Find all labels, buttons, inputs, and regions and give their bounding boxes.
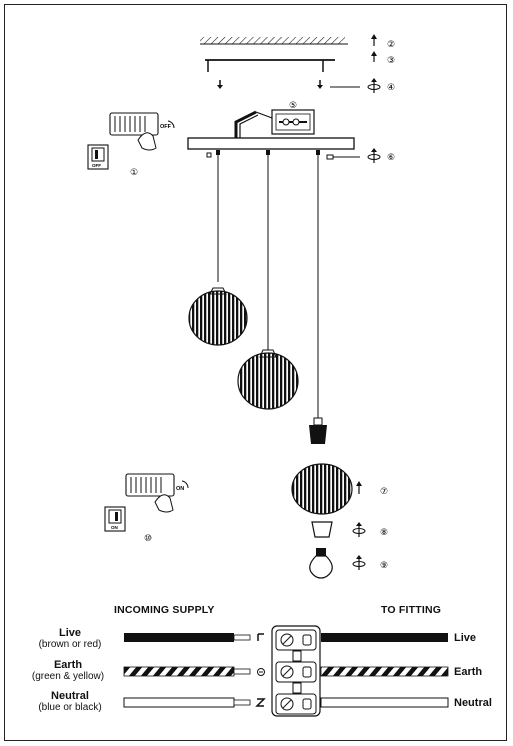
diagram-frame (4, 4, 507, 741)
pendant-shade (291, 463, 353, 515)
fuse-on-small-label: ON (176, 486, 184, 492)
step-4-label: ④ (387, 83, 395, 93)
live-left-label: Live (brown or red) (20, 627, 120, 650)
live-right-label: Live (454, 632, 477, 644)
step-6-label: ⑥ (387, 153, 395, 163)
step-1-label: ① (130, 168, 138, 178)
screw-down-icon (217, 80, 323, 89)
live-note: (brown or red) (38, 639, 102, 650)
neutral-left-label: Neutral (blue or black) (20, 690, 120, 713)
switch-on-label: ON (111, 525, 118, 530)
switch-off-label: OFF (92, 163, 101, 168)
to-fitting-header: TO FITTING (381, 604, 442, 616)
earth-wire (123, 666, 449, 677)
terminal-block (234, 109, 315, 138)
neutral-name: Neutral (51, 690, 89, 702)
rotate-screw-icon (326, 148, 381, 163)
step-5-label: ⑤ (289, 101, 297, 111)
arrow-up-icon (371, 34, 377, 46)
step-3-label: ③ (387, 56, 395, 66)
neutral-note: (blue or black) (38, 702, 102, 713)
step-2-label: ② (387, 40, 395, 50)
incoming-supply-header: INCOMING SUPPLY (114, 604, 215, 616)
fuse-board-on-icon (104, 473, 189, 532)
suspension-cords (217, 155, 319, 420)
cord-grips (206, 150, 320, 158)
pendant-shade (188, 287, 248, 346)
earth-note: (green & yellow) (31, 671, 105, 682)
live-wire (124, 633, 448, 642)
earth-left-label: Earth (green & yellow) (14, 659, 122, 682)
step-9-label: ⑨ (380, 561, 388, 571)
shade-ring (311, 521, 333, 538)
rotate-screw-icon (330, 78, 381, 93)
earth-right-label: Earth (454, 666, 483, 678)
step-8-label: ⑧ (380, 528, 388, 538)
live-name: Live (58, 627, 81, 639)
arrow-up-icon (371, 51, 377, 62)
connector-block (271, 625, 321, 717)
step-10-label: ⑩ (144, 534, 152, 544)
arrow-up-icon (356, 481, 362, 494)
neutral-right-label: Neutral (454, 697, 492, 709)
neutral-wire (123, 697, 449, 708)
light-bulb (309, 548, 333, 579)
fuse-board-off-icon (87, 112, 175, 170)
ceiling (200, 37, 348, 45)
step-7-label: ⑦ (380, 487, 388, 497)
fuse-off-small-label: OFF (160, 124, 172, 130)
rotate-screw-icon (352, 522, 366, 537)
mounting-bracket (205, 59, 335, 72)
pendant-shade (237, 349, 299, 410)
rotate-screw-icon (352, 555, 366, 570)
lamp-holder (309, 417, 327, 444)
earth-name: Earth (53, 659, 83, 671)
ceiling-canopy (187, 137, 355, 150)
